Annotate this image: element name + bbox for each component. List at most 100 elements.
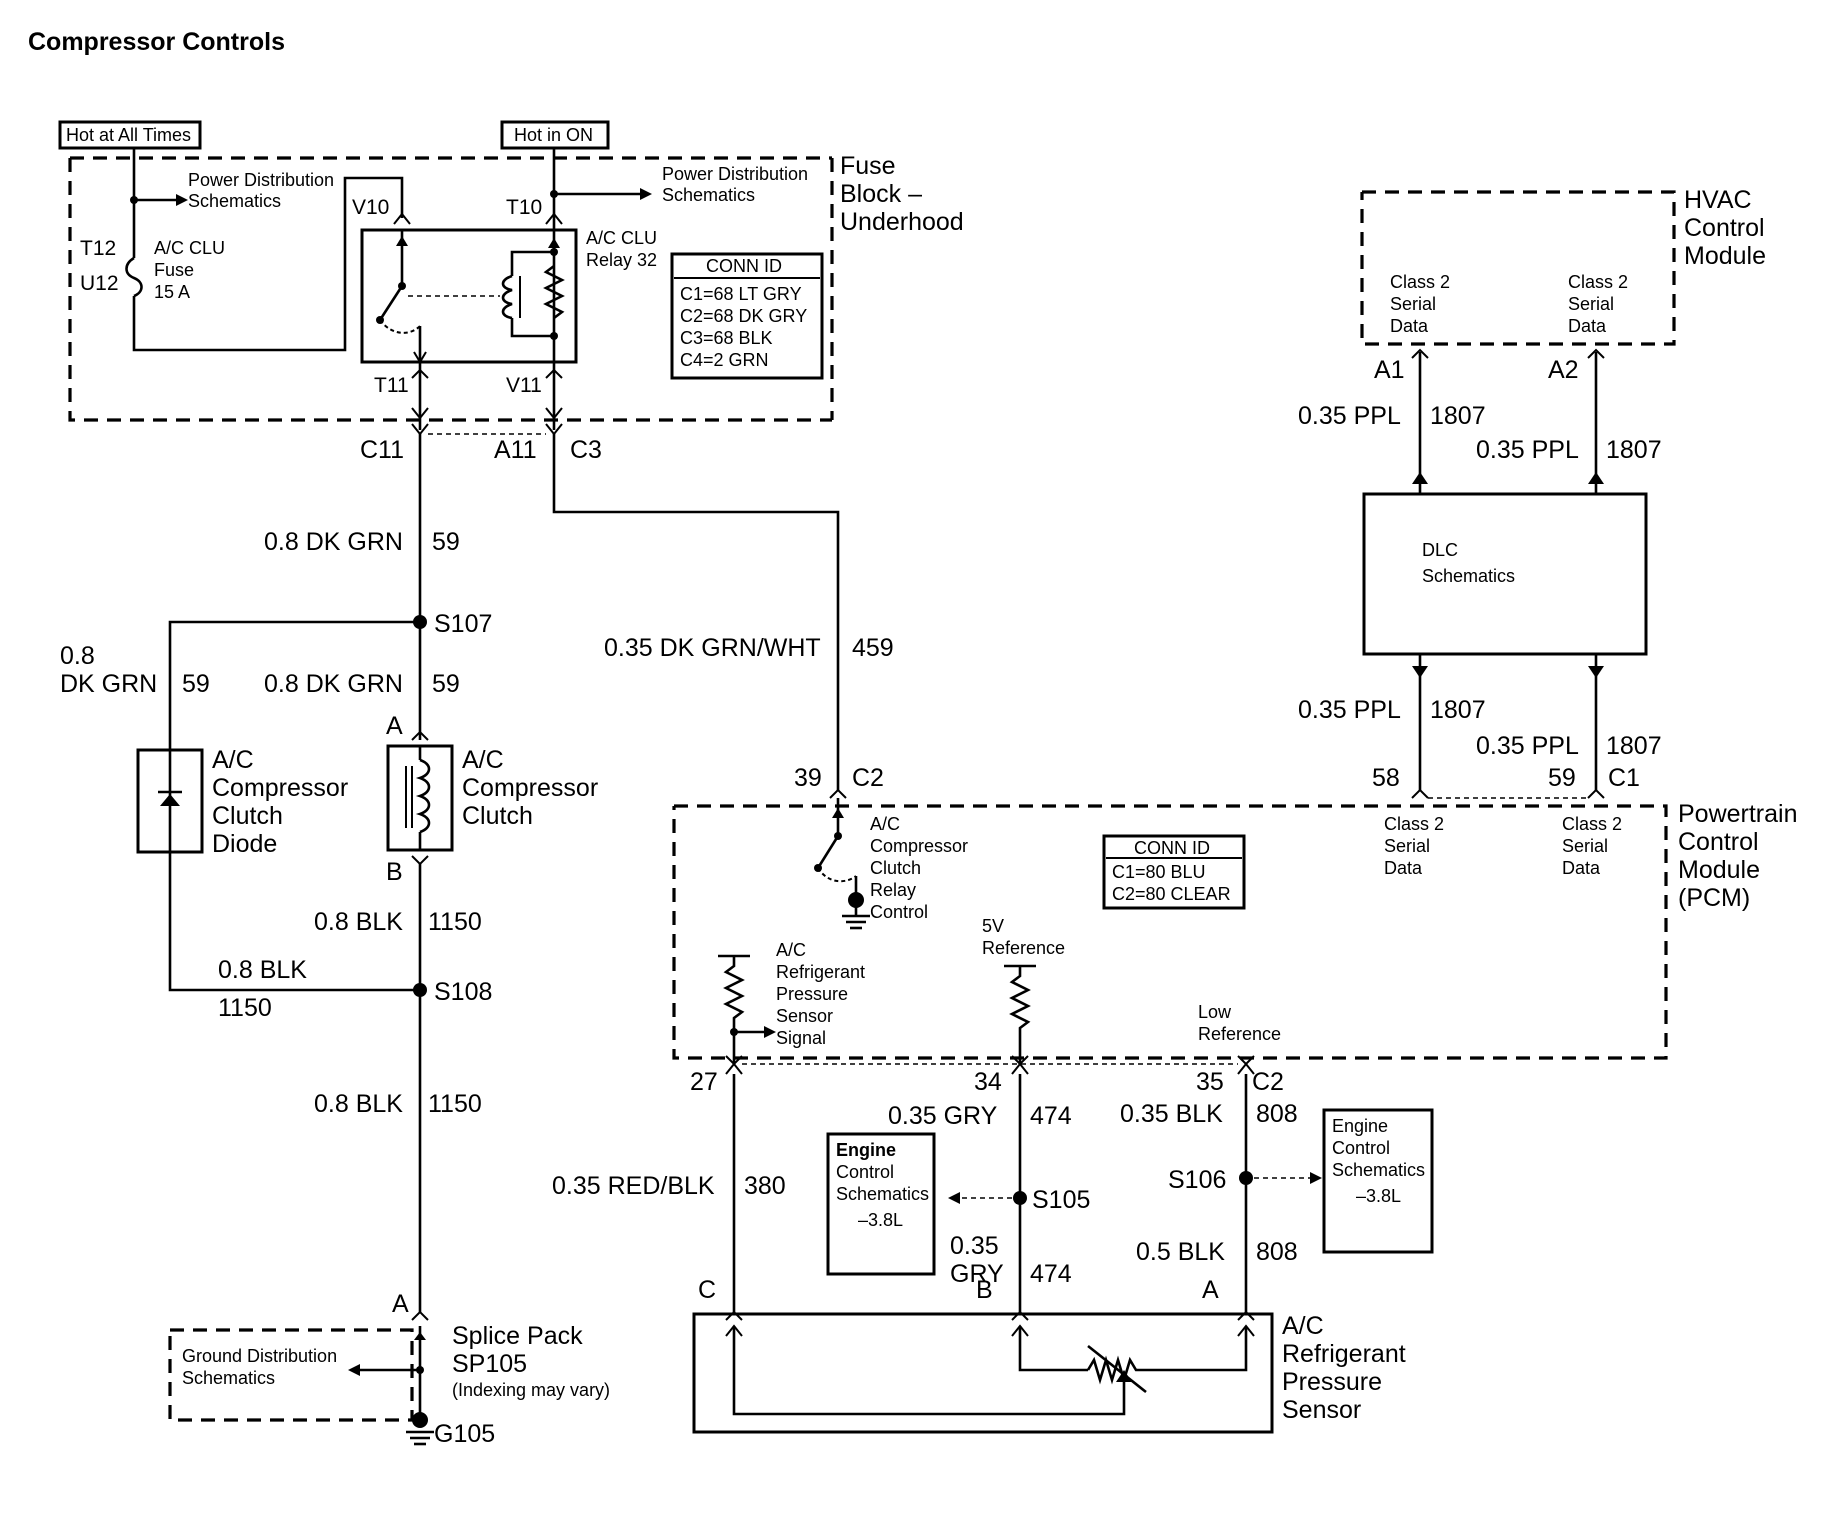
pin-35: 35	[1196, 1068, 1224, 1096]
pds-right-2: Schematics	[662, 185, 755, 205]
pin-58: 58	[1372, 764, 1400, 792]
connector-c2-top: C2	[852, 764, 884, 792]
wire-380-color: 0.35 RED/BLK	[552, 1172, 715, 1200]
pcm-data2-1: Class 2	[1562, 814, 1622, 834]
fuse-block-label-3: Underhood	[840, 208, 964, 236]
pcm-conn-id-table	[1102, 834, 1246, 910]
ac-refrigerant-pressure-sensor: C B A A/C Refrigerant Pressure Sensor	[692, 1276, 1406, 1434]
pcm-low-2: Reference	[1198, 1024, 1281, 1044]
splice-s106	[1239, 1171, 1253, 1185]
connector-c1: C1	[1608, 764, 1640, 792]
connector-c11: C11	[360, 436, 404, 464]
wire-59-color-b-2: DK GRN	[60, 670, 157, 698]
sp105-pin-a: A	[392, 1290, 409, 1318]
pcm-press-2: Refrigerant	[776, 962, 865, 982]
powertrain-control-module: Powertrain Control Module (PCM) Class 2 …	[672, 798, 1798, 1096]
hvac-data2-1: Class 2	[1568, 272, 1628, 292]
dlc-label-1: DLC	[1422, 540, 1458, 560]
wire-59-color-a: 0.8 DK GRN	[264, 528, 403, 556]
pcm-press-5: Signal	[776, 1028, 826, 1048]
wire-1150-num-b: 1150	[218, 994, 272, 1022]
wire-1807-color-a: 0.35 PPL	[1298, 402, 1401, 430]
clutch-label-1: A/C	[462, 746, 504, 774]
wire-380-num: 380	[744, 1172, 786, 1200]
ecs-left-4: –3.8L	[858, 1210, 903, 1230]
pcm-press-1: A/C	[776, 940, 806, 960]
gds-label-1: Ground Distribution	[182, 1346, 337, 1366]
hot-in-on-label: Hot in ON	[500, 120, 610, 150]
sensor-label-1: A/C	[1282, 1312, 1324, 1340]
wire-808-num-b: 808	[1256, 1238, 1298, 1266]
pcm-data1-1: Class 2	[1384, 814, 1444, 834]
pin-39: 39	[794, 764, 822, 792]
hvac-data2-2: Serial	[1568, 294, 1614, 314]
wire-1807-num-c: 1807	[1430, 696, 1486, 724]
fuse-label-2: Fuse	[154, 260, 194, 280]
sp105-label-2: SP105	[452, 1350, 527, 1378]
diode-label-3: Clutch	[212, 802, 283, 830]
hvac-data1-3: Data	[1390, 316, 1429, 336]
wire-1807-color-d: 0.35 PPL	[1476, 732, 1579, 760]
wire-474-num-b: 474	[1030, 1260, 1072, 1288]
hot-at-all-times-text: Hot at All Times	[66, 125, 191, 145]
wire-1807-num-b: 1807	[1606, 436, 1662, 464]
fuse-label-1: A/C CLU	[154, 238, 225, 258]
splice-s108-label: S108	[434, 978, 492, 1006]
wire-474-color-b-2: GRY	[950, 1260, 1004, 1288]
fuse-block-underhood: Fuse Block – Underhood	[68, 152, 964, 422]
pcm-relay-4: Relay	[870, 880, 916, 900]
pcm-data2-3: Data	[1562, 858, 1601, 878]
sensor-pin-b: B	[976, 1276, 993, 1304]
wire-1807-color-c: 0.35 PPL	[1298, 696, 1401, 724]
pcm-conn-c2: C2=80 CLEAR	[1112, 884, 1231, 904]
hvac-label-2: Control	[1684, 214, 1765, 242]
v10-label: V10	[352, 196, 389, 219]
wire-808-num-a: 808	[1256, 1100, 1298, 1128]
wire-59-num-b: 59	[182, 670, 210, 698]
pcm-relay-1: A/C	[870, 814, 900, 834]
wire-459: 0.35 DK GRN/WHT 459 39 C2	[552, 434, 894, 799]
sensor-pin-a: A	[1202, 1276, 1219, 1304]
fuse-block-label-1: Fuse	[840, 152, 896, 180]
sensor-label-4: Sensor	[1282, 1396, 1361, 1424]
ground-g105	[412, 1412, 428, 1428]
wire-808-color-a: 0.35 BLK	[1120, 1100, 1223, 1128]
wire-1807-num-a: 1807	[1430, 402, 1486, 430]
clutch-label-3: Clutch	[462, 802, 533, 830]
sensor-label-3: Pressure	[1282, 1368, 1382, 1396]
connector-c2-bottom: C2	[1252, 1068, 1284, 1096]
wire-1807-color-b: 0.35 PPL	[1476, 436, 1579, 464]
wire-59-num-a: 59	[432, 528, 460, 556]
pin-59: 59	[1548, 764, 1576, 792]
sensor-wires: 0.35 RED/BLK 380 0.35 GRY 474 S105 0.35 …	[552, 1074, 1322, 1312]
pcm-relay-5: Control	[870, 902, 928, 922]
t11-label: T11	[374, 374, 409, 397]
wire-59-color-c: 0.8 DK GRN	[264, 670, 403, 698]
splice-pack-sp105: A Ground Distribution Schematics Splice …	[168, 1290, 610, 1448]
ecs-right-3: Schematics	[1332, 1160, 1425, 1180]
ecs-right-4: –3.8L	[1356, 1186, 1401, 1206]
wire-1150-color-c: 0.8 BLK	[314, 1090, 403, 1118]
relay-label-1: A/C CLU	[586, 228, 657, 248]
engine-control-schematics-left: Engine Control Schematics –3.8L	[826, 1132, 936, 1276]
page-title: Compressor Controls	[28, 28, 285, 56]
fuse-circuit: T12 U12 A/C CLU Fuse 15 A Power Distribu…	[80, 148, 404, 352]
clutch-circuit: 0.8 DK GRN 59 S107 0.8 DK GRN 59 0.8 DK …	[60, 434, 598, 1312]
ecs-right-2: Control	[1332, 1138, 1390, 1158]
splice-s105-label: S105	[1032, 1186, 1090, 1214]
pcm-low-1: Low	[1198, 1002, 1232, 1022]
relay-conn-c1: C1=68 LT GRY	[680, 284, 802, 304]
pcm-label-3: Module	[1678, 856, 1760, 884]
pds-right-1: Power Distribution	[662, 164, 808, 184]
wire-1807-num-d: 1807	[1606, 732, 1662, 760]
pcm-relay-2: Compressor	[870, 836, 968, 856]
hvac-pin-a1: A1	[1374, 356, 1405, 384]
pcm-ref-2: Reference	[982, 938, 1065, 958]
wire-1150-num-c: 1150	[428, 1090, 482, 1118]
splice-s107-label: S107	[434, 610, 492, 638]
wire-59-num-c: 59	[432, 670, 460, 698]
hvac-data1-1: Class 2	[1390, 272, 1450, 292]
fuse-label-3: 15 A	[154, 282, 190, 302]
pds-left-1: Power Distribution	[188, 170, 334, 190]
wire-474-color-a: 0.35 GRY	[888, 1102, 998, 1130]
